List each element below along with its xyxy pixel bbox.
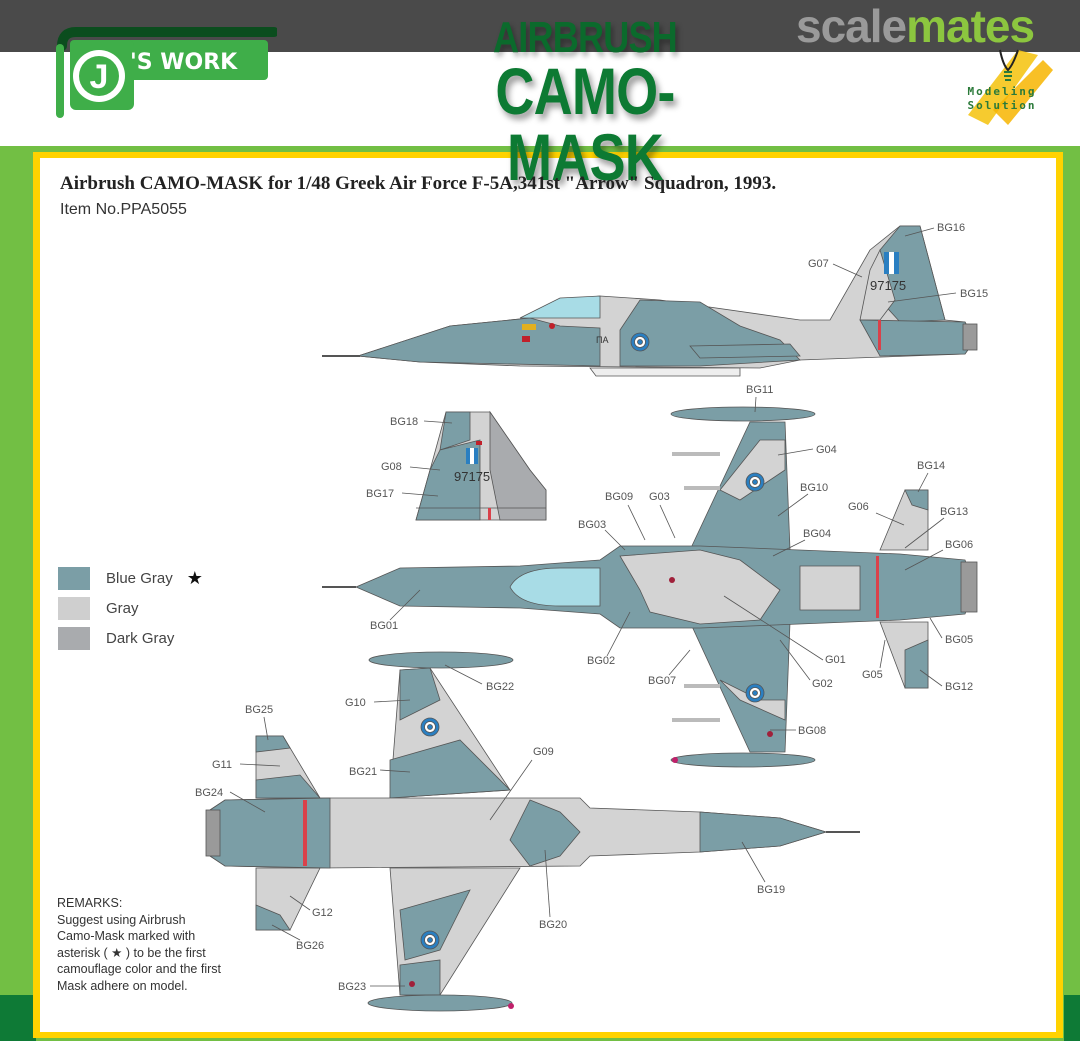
side-view-aircraft: 97175 ΠΑ (322, 225, 978, 377)
brand-logo: J 'S WORK (52, 26, 279, 120)
svg-text:BG09: BG09 (605, 491, 633, 503)
tagline-line1: Modeling (967, 85, 1037, 98)
svg-text:BG07: BG07 (648, 675, 676, 687)
svg-text:G02: G02 (812, 678, 833, 690)
svg-text:BG02: BG02 (587, 655, 615, 667)
svg-text:BG01: BG01 (370, 620, 398, 632)
svg-text:BG26: BG26 (296, 940, 324, 952)
product-logo-line1: AIRBRUSH (493, 13, 678, 62)
svg-text:BG22: BG22 (486, 681, 514, 693)
svg-text:97175: 97175 (454, 469, 490, 484)
remarks-heading: REMARKS: (57, 896, 123, 910)
bottom-view-labels: BG22 G10 BG25 G09 G11 BG21 BG24 BG19 G12… (195, 681, 785, 993)
svg-text:BG17: BG17 (366, 488, 394, 500)
svg-text:BG05: BG05 (945, 634, 973, 646)
svg-text:BG16: BG16 (937, 222, 965, 234)
svg-text:BG19: BG19 (757, 884, 785, 896)
svg-text:G06: G06 (848, 501, 869, 513)
svg-text:BG14: BG14 (917, 460, 945, 472)
document-title: Airbrush CAMO-MASK for 1/48 Greek Air Fo… (60, 173, 777, 194)
svg-text:BG06: BG06 (945, 539, 973, 551)
svg-text:BG11: BG11 (746, 384, 773, 396)
brand-logo-text: 'S WORK (130, 50, 238, 75)
svg-text:G12: G12 (312, 907, 333, 919)
fin-detail-view: 97175 (415, 410, 547, 521)
legend-label: Blue Gray (106, 569, 173, 587)
svg-text:BG10: BG10 (800, 482, 828, 494)
svg-text:BG21: BG21 (349, 766, 377, 778)
svg-text:BG12: BG12 (945, 681, 973, 693)
dark-green-corner-left (0, 995, 36, 1041)
svg-text:97175: 97175 (870, 278, 906, 293)
remarks-line: asterisk ( ★ ) to be the first (57, 945, 206, 960)
lightbulb-icon (968, 49, 1053, 125)
remarks-line: Camo-Mask marked with (57, 929, 196, 943)
svg-text:G01: G01 (825, 654, 846, 666)
legend-item-blue-gray: Blue Gray ★ (58, 563, 203, 593)
svg-text:G11: G11 (212, 759, 232, 771)
bottom-view-aircraft (205, 651, 860, 1012)
svg-text:G09: G09 (533, 746, 554, 758)
svg-text:BG18: BG18 (390, 416, 418, 428)
remarks-line: camouflage color and the first (57, 962, 221, 976)
legend-item-dark-gray: Dark Gray (58, 623, 203, 653)
top-view-aircraft (322, 406, 978, 768)
svg-text:BG24: BG24 (195, 787, 223, 799)
remarks-line: Mask adhere on model. (57, 978, 188, 993)
svg-text:ΠΑ: ΠΑ (596, 335, 609, 345)
svg-text:BG04: BG04 (803, 528, 831, 540)
legend-label: Gray (106, 599, 139, 617)
svg-text:BG13: BG13 (940, 506, 968, 518)
scalemates-watermark: scalemates (796, 0, 1035, 52)
svg-text:G04: G04 (816, 444, 837, 456)
star-icon: ★ (186, 567, 203, 588)
dark-green-corner-right (1064, 995, 1080, 1041)
svg-text:BG20: BG20 (539, 919, 567, 931)
svg-text:BG23: BG23 (338, 981, 366, 993)
watermark-part2: mates (906, 0, 1035, 52)
product-logo: AIRBRUSH CAMO-MASK (420, 13, 750, 194)
svg-text:G03: G03 (649, 491, 670, 503)
svg-text:BG25: BG25 (245, 704, 273, 716)
blue-gray-swatch (58, 566, 90, 590)
svg-text:G08: G08 (381, 461, 402, 473)
svg-text:G07: G07 (808, 258, 829, 270)
gray-swatch (58, 596, 90, 620)
top-view-labels: BG11 G04 BG14 BG10 G06 BG09 G03 BG13 BG0… (370, 384, 973, 737)
item-number: Item No.PPA5055 (60, 201, 187, 218)
brand-logo-j: J (90, 58, 109, 96)
tagline-line2: Solution (967, 99, 1037, 112)
dark-gray-swatch (58, 626, 90, 650)
svg-text:G10: G10 (345, 697, 366, 709)
product-logo-line2: CAMO-MASK (495, 54, 675, 194)
remarks-line: Suggest using Airbrush (57, 912, 186, 927)
svg-text:BG03: BG03 (578, 519, 606, 531)
svg-text:BG08: BG08 (798, 725, 826, 737)
legend-label: Dark Gray (106, 629, 175, 647)
legend-item-gray: Gray (58, 593, 203, 623)
svg-text:G05: G05 (862, 669, 883, 681)
svg-text:BG15: BG15 (960, 288, 988, 300)
color-legend: Blue Gray ★ Gray Dark Gray (58, 563, 203, 653)
remarks-block: REMARKS: Suggest using Airbrush Camo-Mas… (57, 895, 257, 994)
watermark-part1: scale (796, 0, 907, 52)
